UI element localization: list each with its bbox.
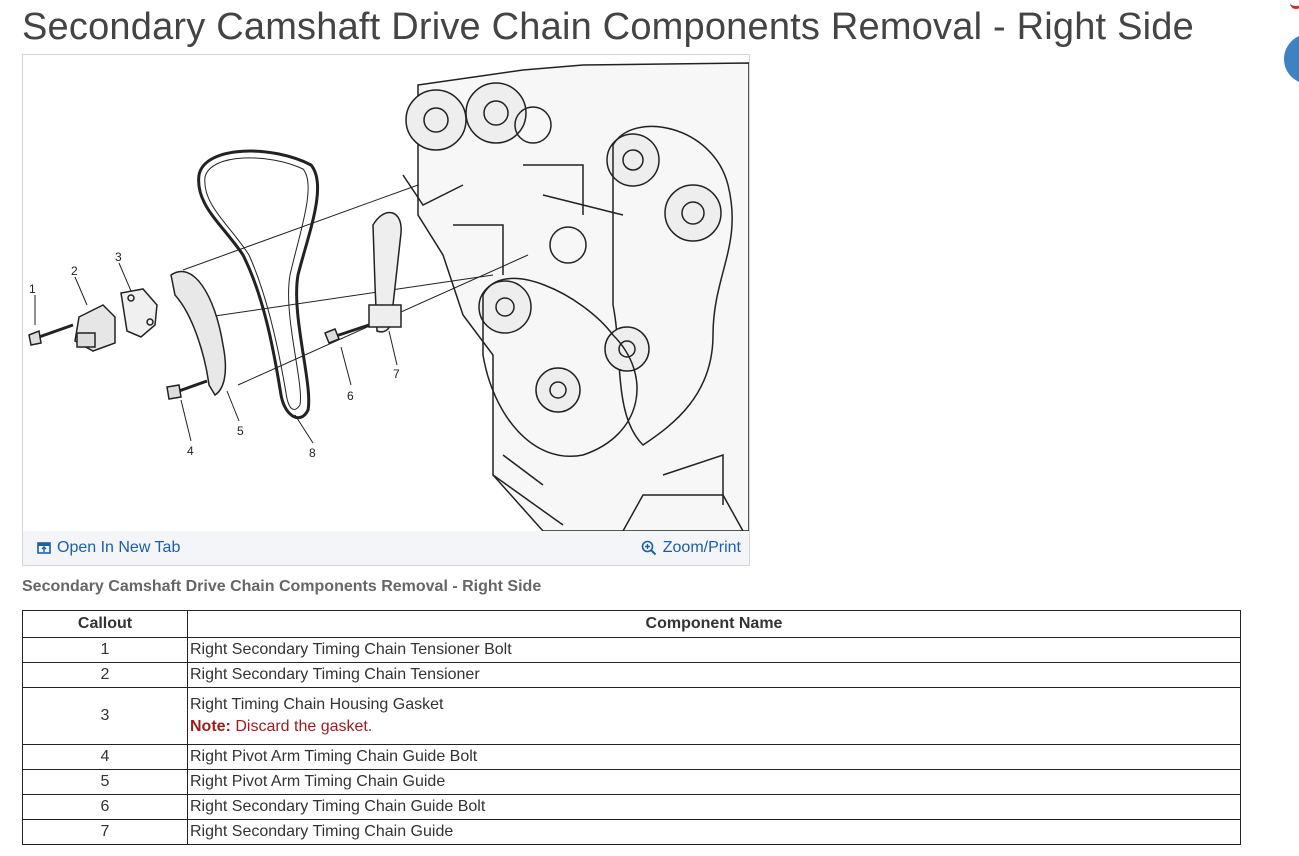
- table-row: 6 Right Secondary Timing Chain Guide Bol…: [22, 794, 1241, 820]
- zoom-print-label: Zoom/Print: [662, 539, 741, 556]
- callout-cell: 6: [22, 794, 188, 820]
- callout-label: 3: [115, 250, 122, 264]
- component-cell: Right Secondary Timing Chain Tensioner: [187, 662, 1241, 688]
- table-row: 1 Right Secondary Timing Chain Tensioner…: [22, 637, 1241, 663]
- callout-cell: 5: [22, 769, 188, 795]
- note-text: Discard the gasket.: [235, 718, 373, 735]
- callout-cell: 3: [22, 687, 188, 745]
- table-row: 2 Right Secondary Timing Chain Tensioner: [22, 662, 1241, 688]
- callout-label: 1: [29, 282, 36, 296]
- edge-mark: [1290, 0, 1299, 9]
- zoom-in-icon: [641, 540, 656, 556]
- open-new-tab-link[interactable]: Open In New Tab: [37, 539, 180, 557]
- page-title: Secondary Camshaft Drive Chain Component…: [22, 6, 1194, 48]
- side-action-button[interactable]: [1284, 34, 1299, 84]
- column-header-callout: Callout: [22, 610, 188, 638]
- open-new-tab-label: Open In New Tab: [57, 539, 181, 556]
- callout-labels: 1 2 3 4 5 6 7 8: [29, 250, 400, 460]
- component-name: Right Timing Chain Housing Gasket: [190, 696, 444, 713]
- note-label: Note:: [190, 718, 231, 735]
- zoom-print-link[interactable]: Zoom/Print: [641, 539, 741, 557]
- note: Note: Discard the gasket.: [190, 718, 1238, 736]
- diagram-lines: [28, 62, 749, 531]
- callout-label: 8: [309, 446, 316, 460]
- table-row: 3 Right Timing Chain Housing Gasket Note…: [22, 687, 1241, 745]
- callout-cell: 1: [22, 637, 188, 663]
- component-cell: Right Pivot Arm Timing Chain Guide: [187, 769, 1241, 795]
- figure-toolbar: Open In New Tab Zoom/Print: [23, 531, 749, 565]
- table-row: 5 Right Pivot Arm Timing Chain Guide: [22, 769, 1241, 795]
- component-cell: Right Secondary Timing Chain Guide Bolt: [187, 794, 1241, 820]
- callout-label: 4: [187, 444, 194, 458]
- callout-table: Callout Component Name 1 Right Secondary…: [22, 610, 1241, 845]
- callout-cell: 4: [22, 744, 188, 770]
- figure-caption: Secondary Camshaft Drive Chain Component…: [22, 578, 542, 595]
- table-row: 4 Right Pivot Arm Timing Chain Guide Bol…: [22, 744, 1241, 770]
- callout-label: 2: [71, 264, 78, 278]
- component-cell: Right Pivot Arm Timing Chain Guide Bolt: [187, 744, 1241, 770]
- callout-label: 6: [347, 389, 354, 403]
- callout-cell: 7: [22, 819, 188, 845]
- callout-label: 7: [393, 367, 400, 381]
- table-row: 7 Right Secondary Timing Chain Guide: [22, 819, 1241, 845]
- open-new-tab-icon: [37, 542, 51, 554]
- callout-cell: 2: [22, 662, 188, 688]
- engine-diagram: 1 2 3 4 5 6 7 8: [28, 62, 749, 531]
- component-cell: Right Secondary Timing Chain Guide: [187, 819, 1241, 845]
- component-cell: Right Timing Chain Housing Gasket Note: …: [187, 687, 1241, 745]
- component-cell: Right Secondary Timing Chain Tensioner B…: [187, 637, 1241, 663]
- figure-container: 1 2 3 4 5 6 7 8 Open In New Tab Zoom/: [22, 54, 750, 566]
- table-header-row: Callout Component Name: [22, 610, 1241, 638]
- callout-label: 5: [237, 424, 244, 438]
- column-header-component: Component Name: [187, 610, 1241, 638]
